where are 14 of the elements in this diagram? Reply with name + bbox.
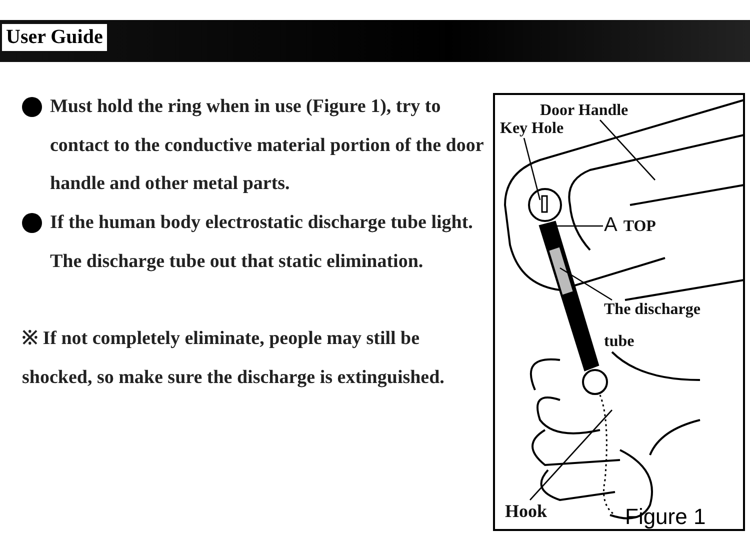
callout-text: The discharge tube [604,301,700,350]
leader-line [523,138,541,200]
instruction-text: Must hold the ring when in use (Figure 1), try to contact to the conductive material portion of the door handle and other metal parts. [50,95,484,196]
leader-line [600,120,656,180]
callout-subtext: TOP [623,218,656,235]
leader-line [560,267,612,301]
leader-line [530,410,612,500]
callout-text: A [604,214,618,236]
callout-text: Hook [505,501,548,521]
callout-text: Door Handle [540,102,628,119]
header-title: User Guide [2,24,107,51]
instruction-text: If the human body electrostatic discharge tube light. The discharge tube out that static elimination. [50,211,474,274]
instruction-text: ※ If not completely eliminate, people may still be shocked, so make sure the discharge is extinguished. [22,327,446,390]
callout-text: Key Hole [500,120,564,137]
